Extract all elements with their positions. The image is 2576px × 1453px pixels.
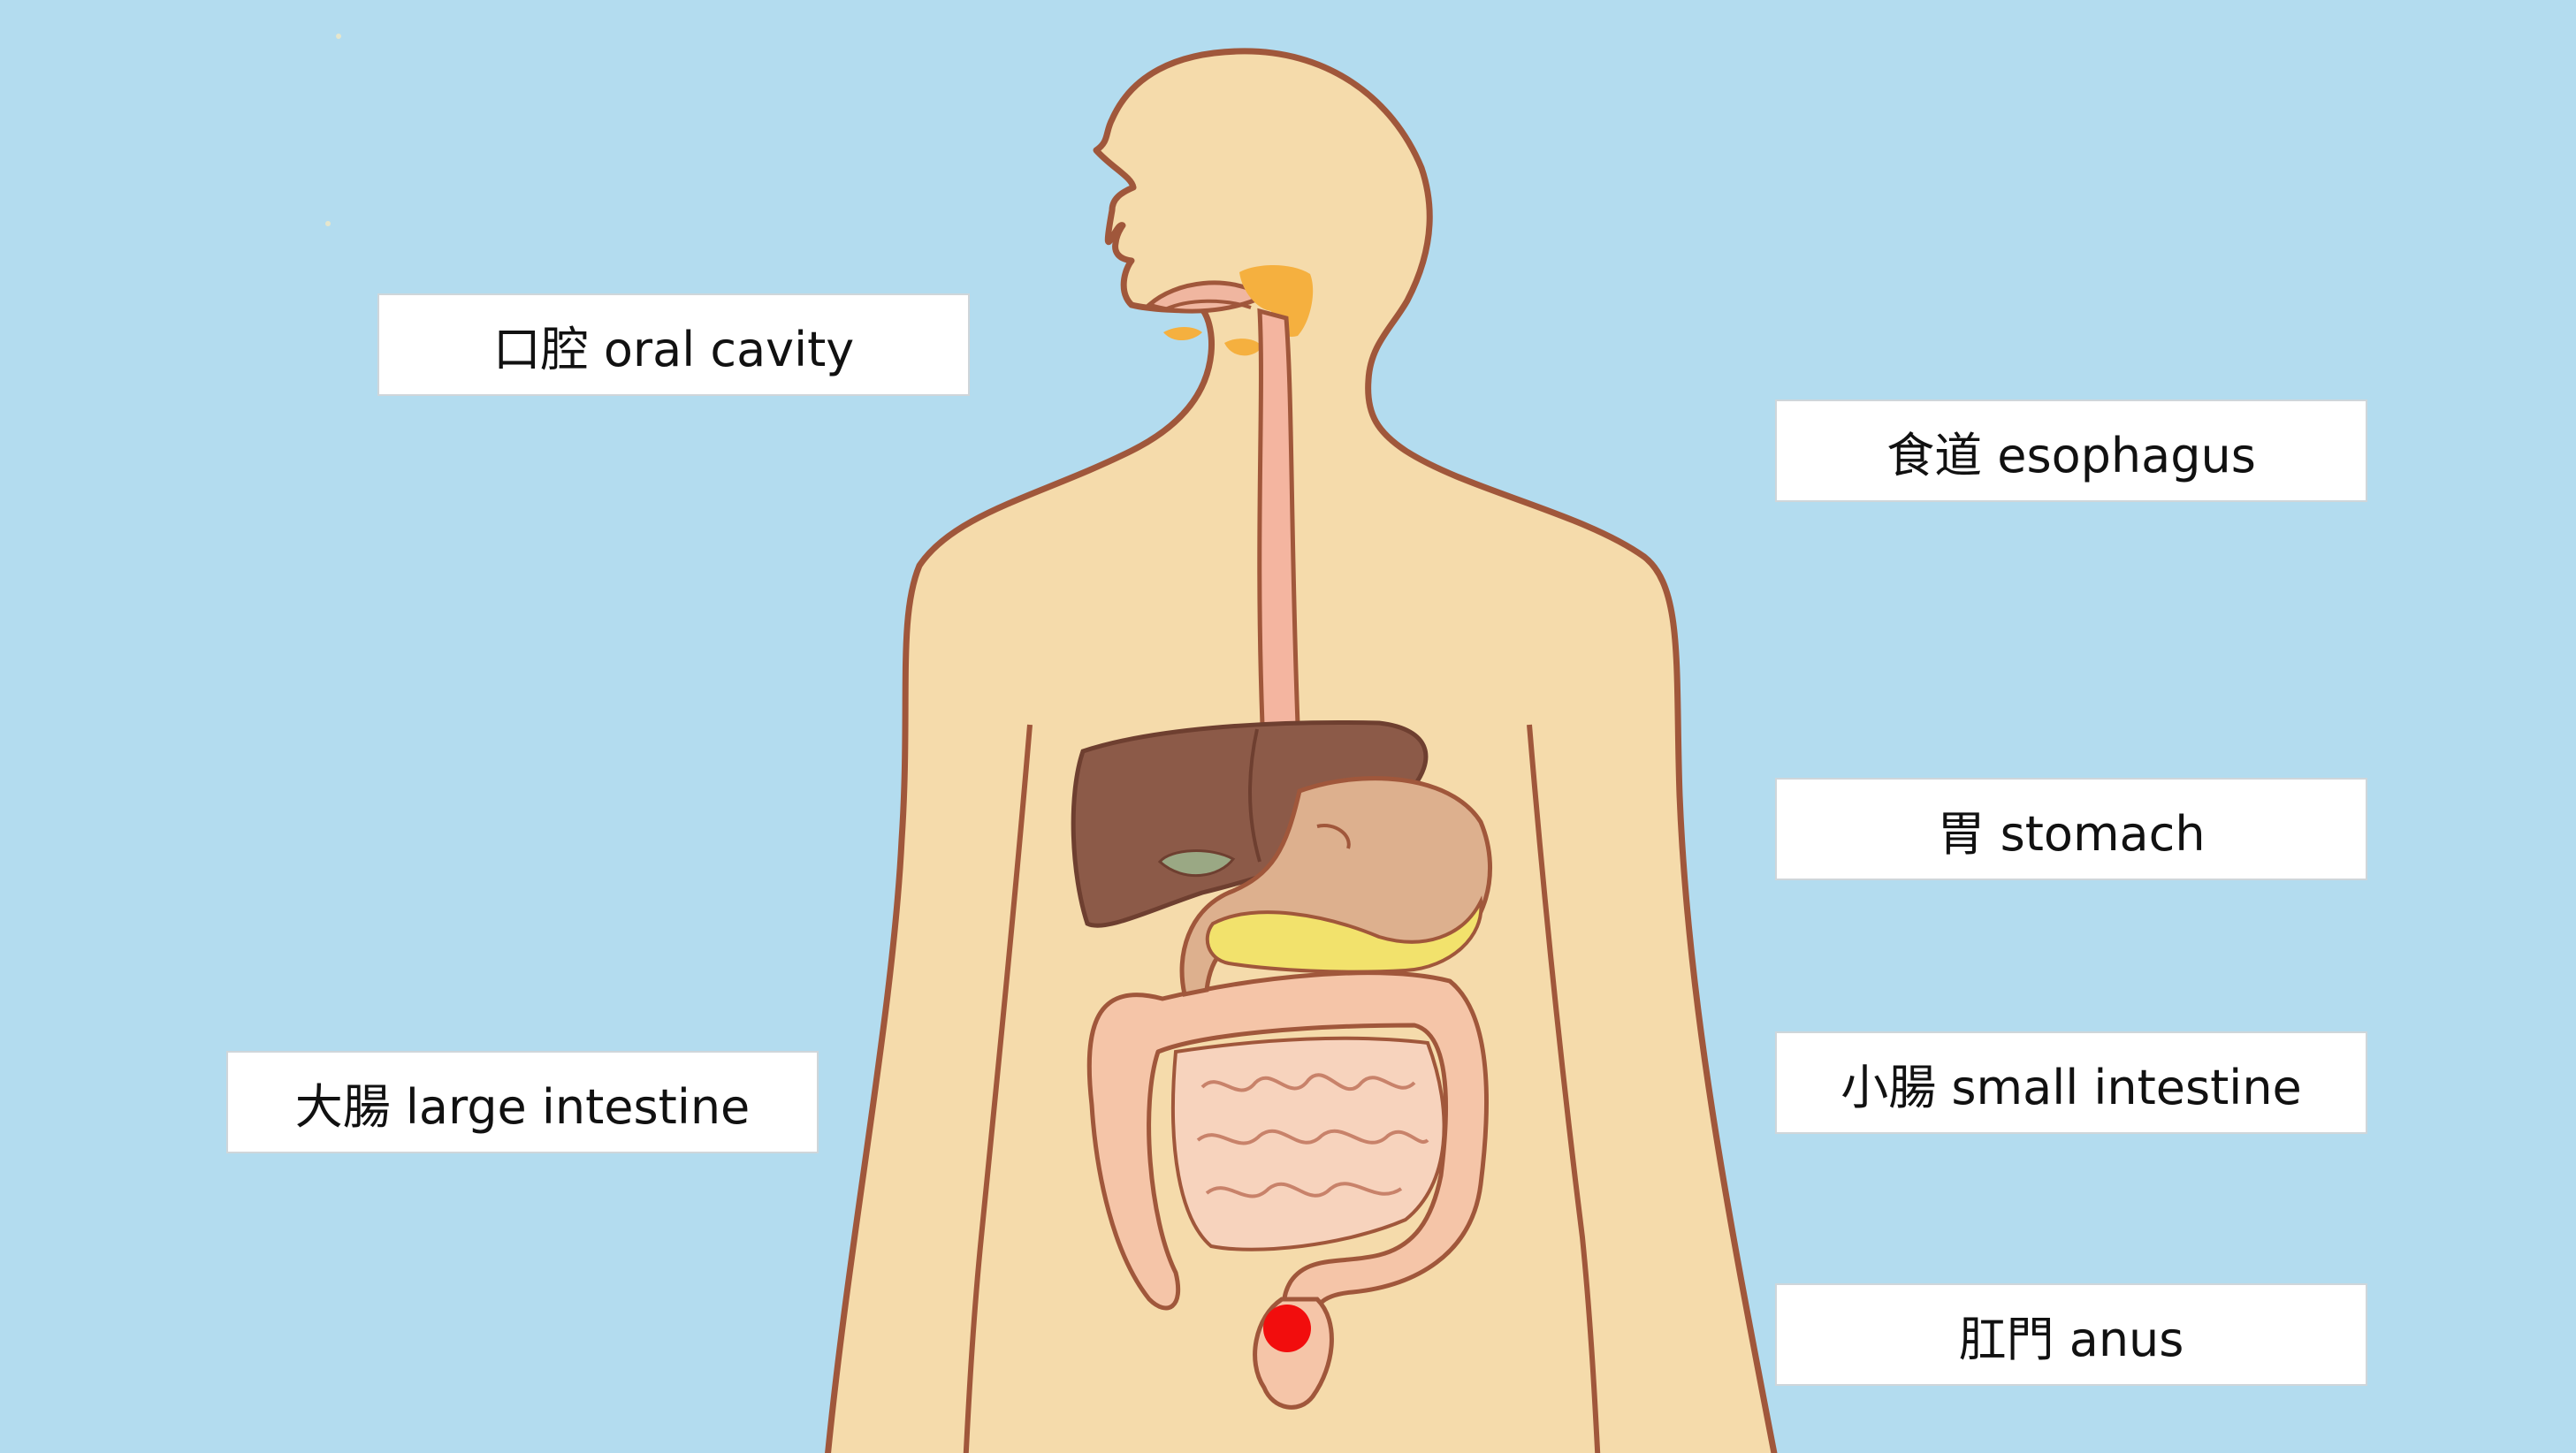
label-anus: 肛門 anus (1775, 1283, 2367, 1386)
salivary-glands (1163, 265, 1314, 356)
label-large-intestine: 大腸 large intestine (226, 1051, 819, 1153)
pancreas (1205, 895, 1483, 974)
label-stomach: 胃 stomach (1775, 778, 2367, 880)
large-intestine (1086, 970, 1490, 1337)
speck (325, 221, 331, 226)
label-small-intestine: 小腸 small intestine (1775, 1031, 2367, 1134)
liver (1071, 719, 1429, 928)
red-dot-icon (1263, 1305, 1311, 1352)
speck (336, 34, 341, 39)
label-esophagus: 食道 esophagus (1775, 399, 2367, 502)
label-oral-cavity: 口腔 oral cavity (377, 293, 970, 396)
small-intestine (1170, 1036, 1446, 1251)
